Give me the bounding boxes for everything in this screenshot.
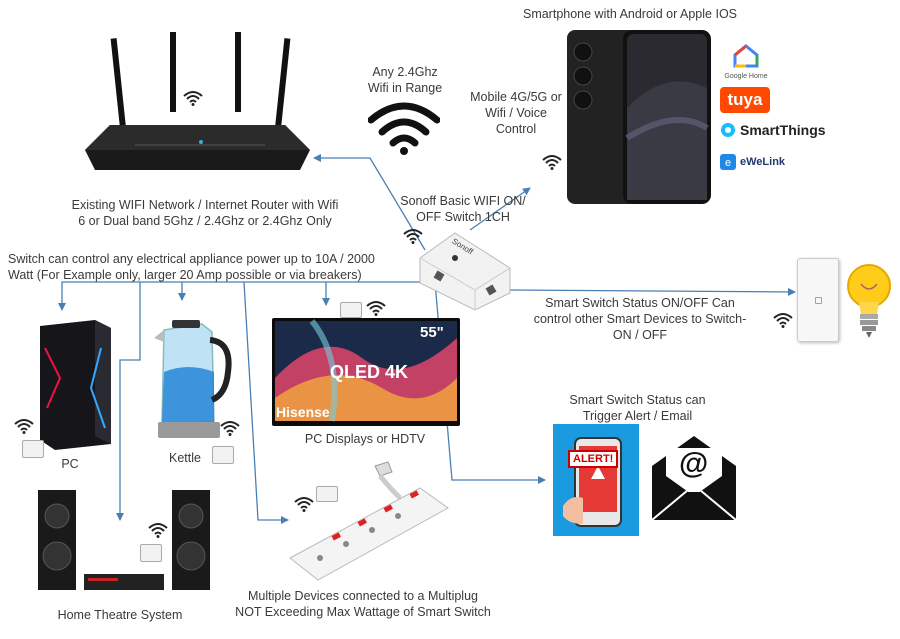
pc-tower [35,318,115,450]
mobile-label: Mobile 4G/5G or Wifi / Voice Control [470,90,562,136]
ewelink-logo: e eWeLink [720,154,785,170]
multiplug-label: Multiple Devices connected to a Multiplu… [235,589,491,619]
router-label: Existing WIFI Network / Internet Router … [71,198,339,228]
switch-control-label: Switch can control any electrical applia… [8,252,375,282]
smartthings-logo: SmartThings [720,122,826,138]
arrow-to-phone [469,187,531,231]
tuya-text: tuya [727,90,763,109]
smart-status-label: Smart Switch Status ON/OFF Can control o… [533,296,747,342]
pc-smart-plug [22,440,44,458]
tv-brand: Hisense [276,404,330,420]
router-wifi-icon [183,90,203,111]
svg-text:e: e [725,157,731,169]
smart-wall-switch [797,258,839,342]
google-home-text: Google Home [724,73,768,80]
arrow-to-multiplug [243,281,289,524]
sonoff-switch: Sonoff [415,228,515,313]
sonoff-label: Sonoff Basic WIFI ON/ OFF Switch 1CH [400,194,526,224]
kettle-smart-plug [212,446,234,464]
alert-label: Smart Switch Status can Trigger Alert / … [569,393,706,423]
displays-label: PC Displays or HDTV [304,432,426,446]
wifi-range-label: Any 2.4Ghz Wifi in Range [367,65,443,95]
alert-text: ALERT! [568,450,619,468]
tv-qled: QLED 4K [330,362,409,382]
pc-label: PC [61,457,79,471]
smartthings-text: SmartThings [740,122,826,138]
wifi-router [75,30,315,180]
tv-size: 55" [420,324,444,341]
smartphone [565,28,713,206]
kettle-wifi-icon [220,420,240,441]
alert-phone-icon: ALERT! [553,424,639,536]
arrow-to-router [313,154,426,251]
kettle-label: Kettle [169,451,201,465]
smart-device-wifi-icon [773,312,793,333]
phone-wifi-icon [542,154,562,175]
big-wifi-icon [367,100,441,161]
tv: 55" QLED 4K Hisense [272,318,460,426]
tuya-logo: tuya [720,87,770,113]
light-bulb-icon [845,262,893,345]
home-theatre-system [36,488,212,594]
arrow-to-smart-devices [509,287,796,296]
multiplug-wifi-icon [294,496,314,517]
pc-wifi-icon [14,418,34,439]
kettle [152,312,236,444]
theatre-wifi-icon [148,522,168,543]
tv-smart-plug [340,302,362,318]
sonoff-wifi-icon [403,228,423,249]
home-theatre-label: Home Theatre System [57,608,183,622]
smartphone-label: Smartphone with Android or Apple IOS [522,7,737,21]
email-envelope-icon: @ [648,432,740,524]
arrow-to-theatre [116,282,141,521]
trunk-line [58,281,430,311]
multiplug-smart-plug [316,486,338,502]
multiplug [280,458,460,583]
google-home-logo: Google Home [720,44,772,80]
email-at-symbol: @ [679,447,709,480]
ewelink-text: eWeLink [740,156,786,168]
theatre-smart-plug [140,544,162,562]
tv-wifi-icon [366,300,386,321]
